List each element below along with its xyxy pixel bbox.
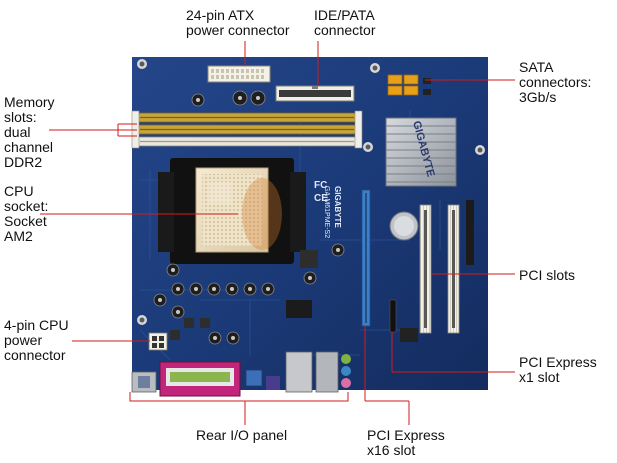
mounting-holes	[137, 59, 485, 325]
cpu-power-connector	[148, 332, 168, 351]
chipset-heatsink: GIGABYTE	[385, 117, 457, 187]
rear-io-panel	[131, 351, 351, 397]
sata-connectors	[387, 74, 431, 96]
svg-text:FC: FC	[314, 180, 327, 191]
board-brand: GIGABYTE	[333, 186, 342, 228]
pci-slots	[419, 204, 460, 334]
svg-text:CE: CE	[314, 193, 328, 204]
label-rear-io: Rear I/O panel	[196, 427, 288, 443]
ide-connector	[275, 85, 355, 102]
fc-ce-marks: FC CE	[314, 180, 328, 204]
label-pcie-x1: PCI Express x1 slot	[519, 354, 597, 385]
pcie-x1-slot	[389, 299, 397, 333]
label-cpu-power: 4-pin CPU power connector	[4, 317, 69, 363]
vrm-capacitors	[153, 90, 418, 345]
memory-slots	[131, 110, 363, 149]
cmos-battery	[389, 211, 419, 241]
label-pci-slots: PCI slots	[519, 267, 576, 283]
board-brand-markings: GIGABYTE GA-M61PME-S2	[323, 186, 342, 238]
label-ide-connector: IDE/PATA connector	[314, 7, 376, 38]
label-pcie-x16: PCI Express x16 slot	[367, 427, 445, 458]
pcie-x16-slot	[361, 189, 371, 327]
label-sata-connectors: SATA connectors: 3Gb/s	[519, 59, 592, 105]
callout-lines	[40, 41, 515, 425]
label-atx-power: 24-pin ATX power connector	[186, 7, 290, 38]
atx-power-connector	[207, 65, 271, 83]
label-cpu-socket: CPU socket: Socket AM2	[4, 183, 49, 244]
cpu-socket	[158, 158, 306, 264]
board-model: GA-M61PME-S2	[323, 186, 330, 238]
label-memory-slots: Memory slots: dual channel DDR2	[4, 94, 55, 170]
floppy-header	[466, 200, 474, 265]
